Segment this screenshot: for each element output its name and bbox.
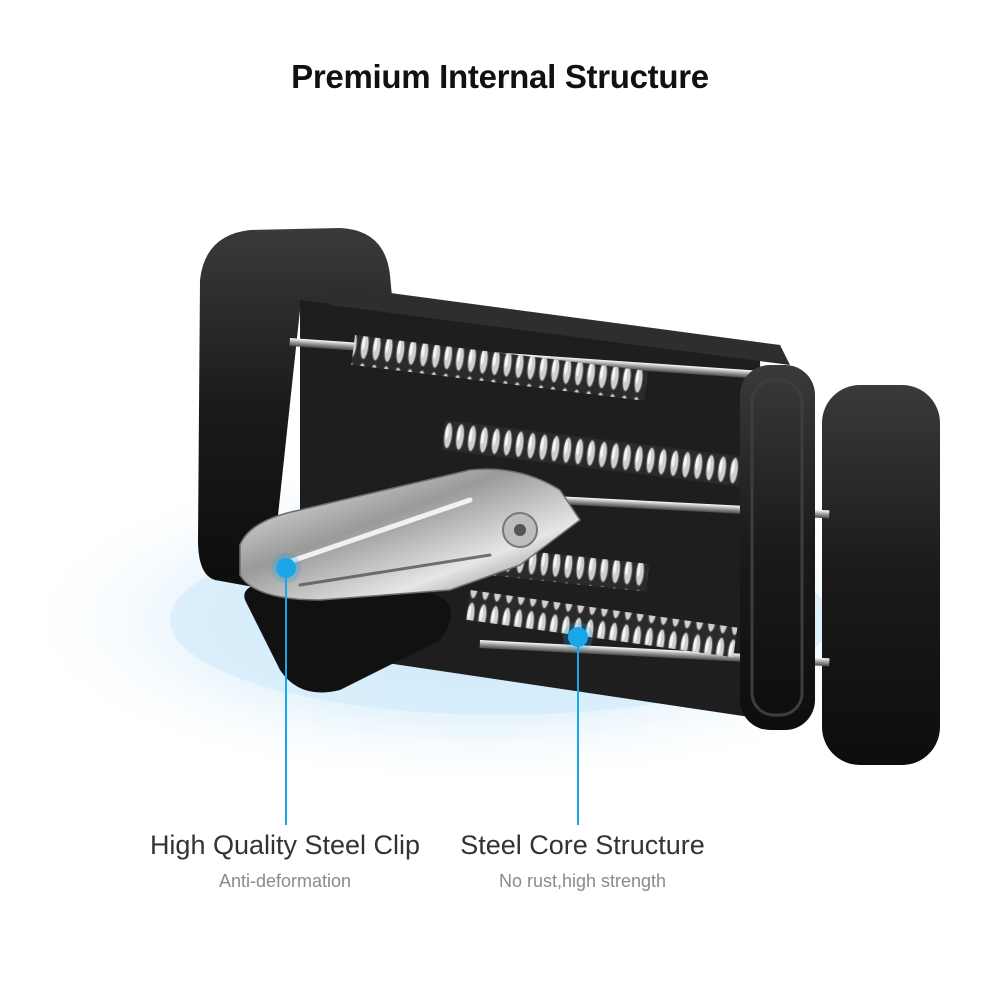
clip-callout-subtitle: Anti-deformation (218, 871, 352, 891)
spring-mid (441, 420, 743, 487)
page-title: Premium Internal Structure (291, 58, 709, 95)
core-callout-title: Steel Core Structure (460, 830, 705, 860)
core-callout-dot (568, 627, 588, 647)
core-callout-subtitle: No rust,high strength (498, 871, 667, 891)
right-housing (822, 385, 940, 765)
spring-bottom (465, 590, 738, 658)
steel-clip (239, 468, 582, 601)
clip-callout-dot (276, 558, 296, 578)
front-frame (740, 365, 815, 730)
clip-callout-title: High Quality Steel Clip (149, 830, 421, 860)
spring-top (351, 335, 648, 401)
lower-jaw (244, 582, 452, 693)
